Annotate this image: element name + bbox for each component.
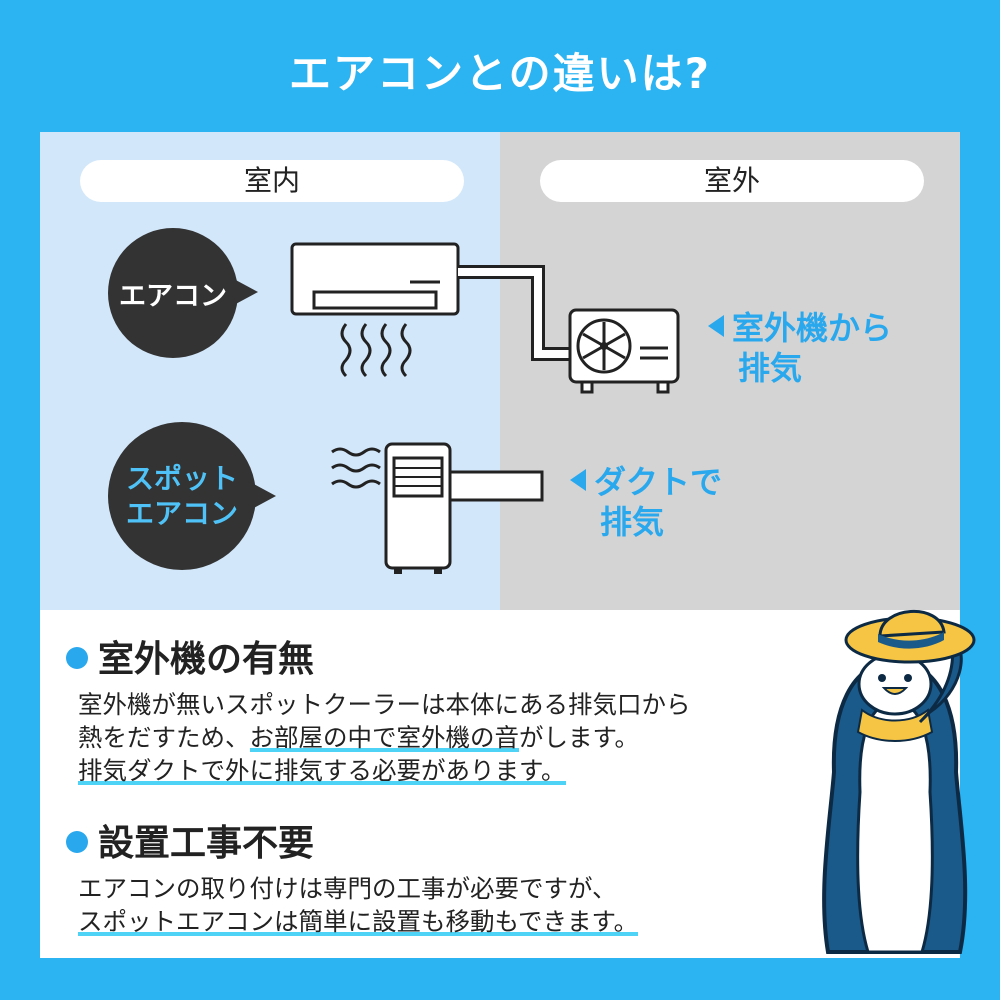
section-body: エアコンの取り付けは専門の工事が必要ですが、 スポットエアコンは簡単に設置も移動… [78, 874, 639, 936]
exhaust-duct-icon [448, 470, 544, 502]
page-title: エアコンとの違いは? [289, 49, 711, 98]
left-arrow-icon [708, 315, 724, 337]
spot-aircon-bubble-label: スポット エアコン [125, 462, 238, 530]
wall-air-conditioner-icon [290, 242, 460, 316]
portable-air-conditioner-icon [384, 442, 452, 574]
outdoor-unit-fan-icon [568, 308, 680, 394]
illustration [290, 242, 680, 574]
bullet-dot-icon [66, 647, 88, 669]
left-arrow-icon [570, 469, 586, 491]
outdoor-label: 室外 [540, 160, 924, 202]
aircon-bubble: エアコン [108, 228, 258, 358]
heat-wave-icon [340, 323, 412, 378]
section-title: 室外機の有無 [66, 630, 314, 682]
airflow-wave-icon [331, 447, 381, 489]
section-body: 室外機が無いスポットクーラーは本体にある排気口から 熱をだすため、お部屋の中で室… [78, 690, 691, 785]
aircon-bubble-label: エアコン [119, 280, 227, 312]
indoor-label: 室内 [80, 160, 464, 202]
comparison-panel: 室内 室外 [40, 132, 960, 958]
duct-exhaust-callout: ダクトで 排気 [570, 462, 722, 542]
explanation-section: 室外機の有無 室外機が無いスポットクーラーは本体にある排気口から 熱をだすため、… [40, 610, 960, 958]
penguin-mascot-icon [822, 609, 976, 954]
outdoor-exhaust-callout: 室外機から 排気 [708, 308, 892, 388]
refrigerant-pipe [458, 265, 570, 361]
section-title: 設置工事不要 [66, 814, 314, 866]
bullet-dot-icon [66, 831, 88, 853]
spot-aircon-bubble: スポット エアコン [108, 422, 276, 570]
